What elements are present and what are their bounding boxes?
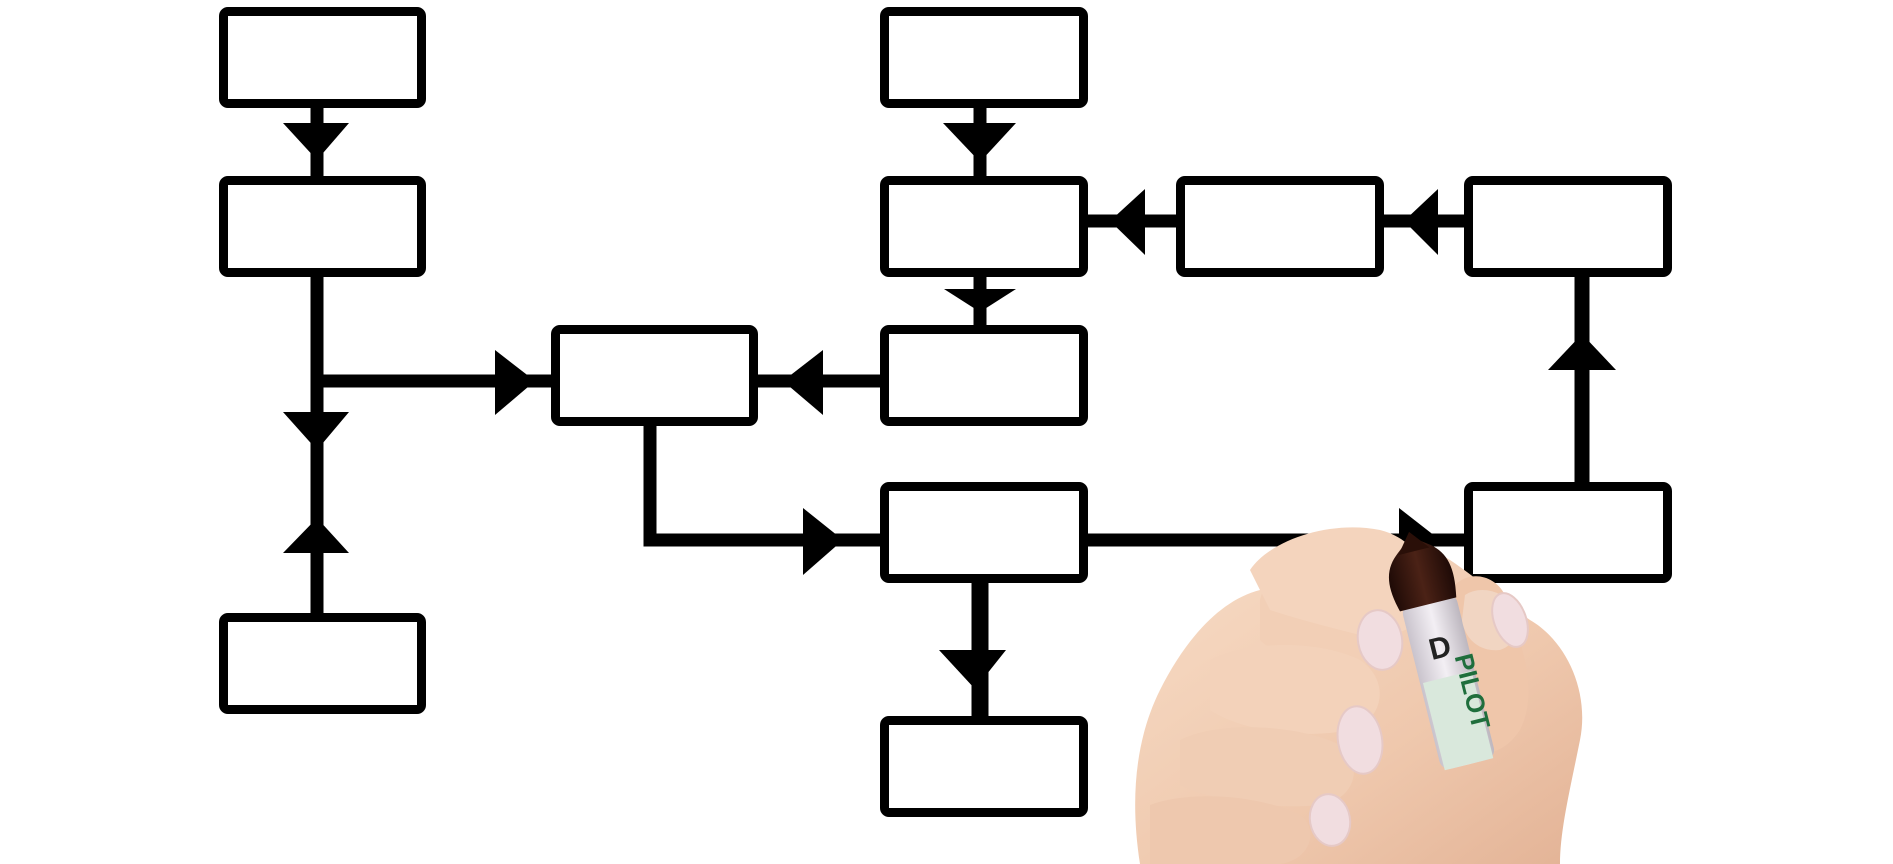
flowchart-box-2 [219, 176, 426, 277]
arrow-down-icon [943, 123, 1016, 162]
flowchart-box-6 [880, 176, 1088, 277]
flowchart-box-9 [880, 716, 1088, 817]
arrow-left-icon [1404, 189, 1438, 255]
flowchart-box-11 [1464, 176, 1672, 277]
arrow-right-icon [495, 350, 535, 415]
arrow-left-icon [1110, 189, 1145, 255]
arrow-down-icon [939, 650, 1006, 689]
arrow-down-icon [283, 123, 349, 160]
flowchart-box-1 [219, 7, 426, 108]
flowchart-box-4 [551, 325, 758, 426]
flowchart-box-7 [880, 325, 1088, 426]
flowchart-box-12 [1464, 482, 1672, 583]
fingernail [1491, 592, 1529, 648]
arrow-up-icon [283, 518, 349, 553]
flowchart-box-10 [1176, 176, 1384, 277]
arrow-left-icon [783, 350, 823, 415]
flowchart-box-5 [880, 7, 1088, 108]
fingernail [1356, 609, 1404, 671]
arrow-up-icon [1548, 334, 1616, 370]
flowchart-box-8 [880, 482, 1088, 583]
arrow-right-icon [803, 508, 843, 575]
arrow-down-icon [283, 412, 349, 450]
flowchart-box-3 [219, 613, 426, 714]
fingernail [1308, 793, 1352, 847]
fingernail [1336, 705, 1384, 775]
arrow-down-icon [944, 289, 1016, 312]
